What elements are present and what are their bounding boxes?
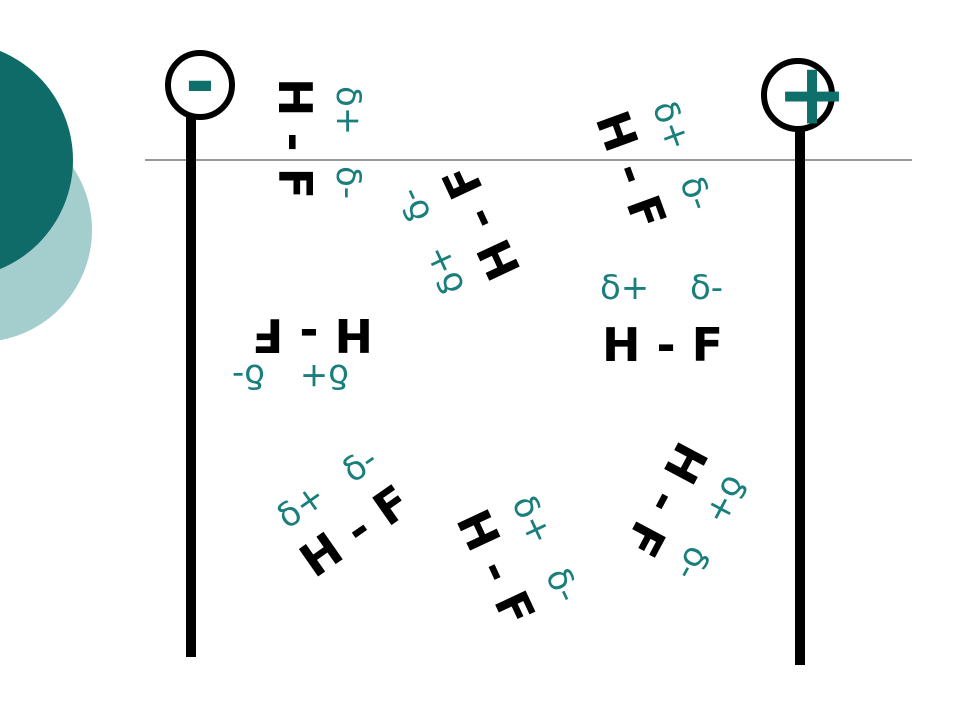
partial-minus-label: δ-	[671, 171, 720, 216]
molecule-formula: H - F	[268, 78, 322, 199]
hf-molecule: H - F δ+ δ-	[446, 489, 588, 634]
decor-circle-dark	[0, 50, 73, 270]
partial-plus-label: δ+	[300, 356, 349, 396]
molecule-formula: H - F	[252, 308, 373, 362]
partial-minus-label: δ-	[690, 268, 723, 308]
partial-minus-label: δ-	[667, 539, 718, 587]
hf-molecule: H - F δ+ δ-	[270, 439, 420, 588]
positive-terminal	[761, 58, 835, 132]
partial-minus-label: δ-	[232, 356, 265, 396]
molecule-formula: H - F	[614, 433, 719, 565]
positive-sign: +	[776, 44, 848, 144]
partial-minus-label: δ-	[390, 181, 440, 228]
molecule-formula: H - F	[602, 318, 723, 372]
negative-sign: -	[185, 40, 215, 124]
partial-minus-label: δ-	[537, 562, 587, 609]
hf-molecule: H - F δ+ δ-	[614, 433, 755, 587]
hf-molecule: H - F δ+ δ-	[585, 96, 720, 236]
partial-minus-label: δ-	[328, 166, 368, 199]
hf-molecule: H - F δ+ δ-	[600, 268, 723, 372]
partial-plus-label: δ+	[600, 268, 649, 308]
negative-terminal	[165, 50, 235, 120]
hf-molecule: H - F δ+ δ-	[390, 156, 532, 301]
hf-molecule: H - F δ+ δ-	[232, 308, 373, 396]
partial-plus-label: δ+	[328, 86, 368, 135]
hf-molecule: H - F δ+ δ-	[268, 78, 368, 199]
